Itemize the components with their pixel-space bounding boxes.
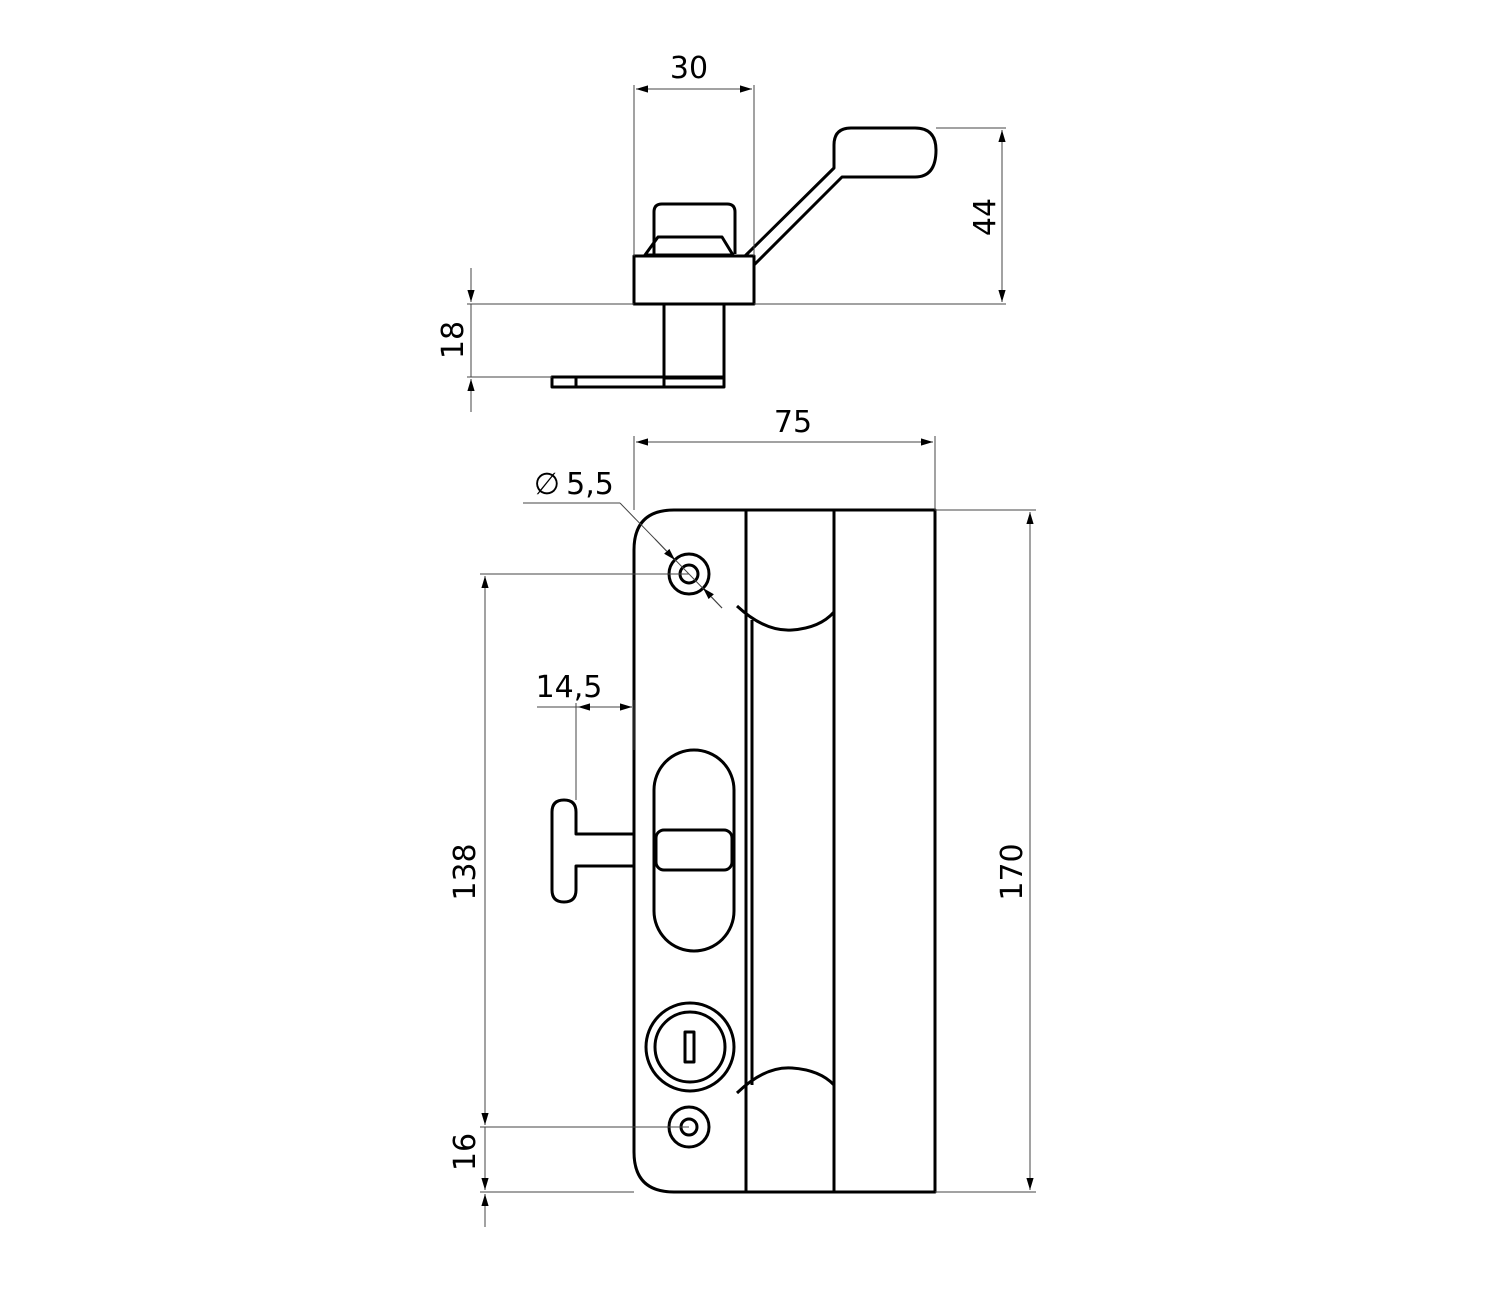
- diameter-symbol: ∅: [534, 467, 560, 502]
- knob-chamfer: [643, 235, 735, 257]
- dimension-138: 138: [448, 573, 689, 1128]
- dim-label: 18: [436, 321, 471, 359]
- body-outline: [632, 508, 937, 1194]
- dim-label: 16: [448, 1133, 483, 1171]
- stem: [662, 302, 726, 380]
- base-block: [632, 254, 756, 306]
- dim-label: 170: [995, 843, 1030, 900]
- t-handle: [550, 798, 634, 904]
- dimension-44: 44: [754, 127, 1006, 305]
- dim-label: 44: [968, 198, 1003, 236]
- dimension-16: 16: [448, 1127, 634, 1227]
- dimension-75: 75: [633, 405, 936, 510]
- lever: [743, 126, 938, 267]
- dim-label: 75: [774, 405, 812, 440]
- dim-label: 5,5: [566, 467, 614, 502]
- bottom-scallop: [735, 1066, 836, 1095]
- key-slot: [683, 1030, 696, 1064]
- dim-label: 30: [670, 51, 708, 86]
- slide-slot: [652, 748, 736, 953]
- latch-plate: [550, 375, 726, 389]
- dim-label: 14,5: [536, 670, 603, 705]
- top-scallop: [735, 604, 836, 632]
- front-view: [550, 508, 937, 1194]
- slide-button: [654, 828, 734, 872]
- dimension-hole-diameter: ∅ 5,5: [523, 467, 723, 609]
- knob: [652, 202, 737, 254]
- dimension-14-5: 14,5: [536, 670, 635, 800]
- lock-cylinder: [644, 1001, 736, 1093]
- dimension-18: 18: [436, 268, 634, 412]
- dim-label: 138: [448, 843, 483, 900]
- dimension-30: 30: [633, 51, 755, 256]
- side-view: [550, 126, 938, 389]
- dimension-170: 170: [935, 509, 1036, 1193]
